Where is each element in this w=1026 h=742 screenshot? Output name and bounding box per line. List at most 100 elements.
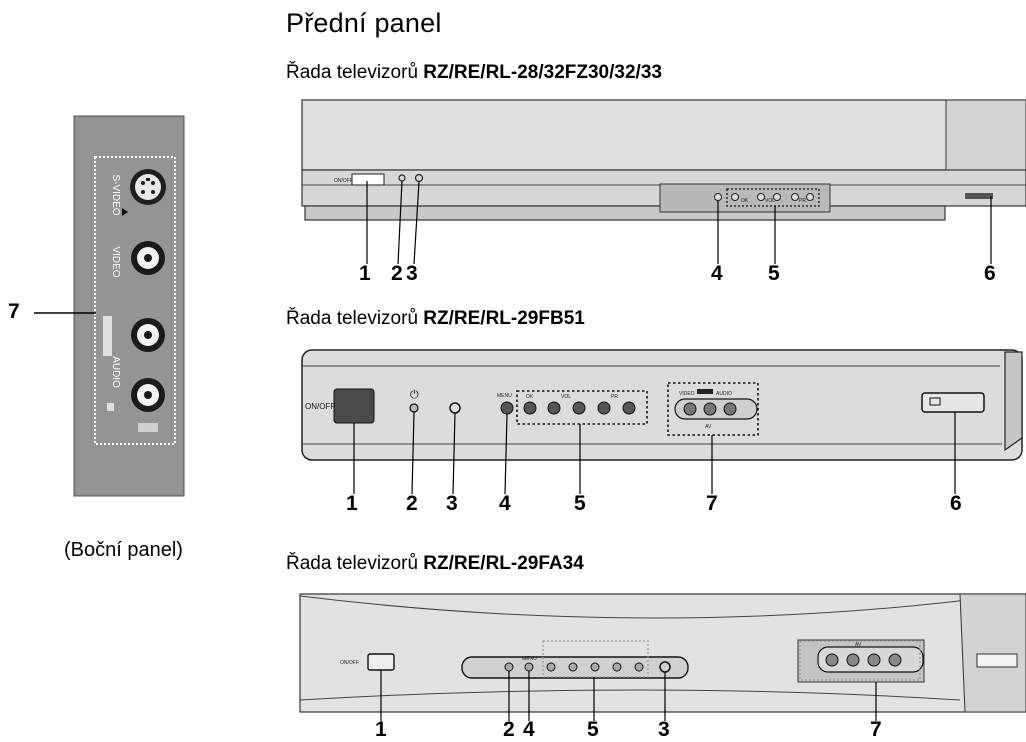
ok-button[interactable] [731,193,739,201]
av-label: AV [705,424,712,430]
video-jack[interactable] [846,653,860,667]
callout-p3-3: 3 [658,718,670,741]
callout-p1-2: 2 [391,262,403,285]
vol-up-button[interactable] [572,401,586,415]
tv-front-panel-2: ON/OFF ⏻ MENU OK VOL PR VIDEO AUDIO AV [301,349,1023,495]
vol-up-button[interactable] [773,193,781,201]
audio-label: AUDIO [716,391,732,397]
menu-label: MENU [522,656,537,662]
series-prefix: Řada televizorů [286,62,424,83]
callout-p3-7: 7 [870,718,882,741]
audio-right-jack[interactable] [723,402,737,416]
menu-button[interactable] [714,193,722,201]
pr-up-button[interactable] [806,193,814,201]
callout-p2-6: 6 [950,492,962,515]
audio-right-jack[interactable] [888,653,902,667]
tv-front-panel-1: ON/OFF OK VOL PR [301,99,1026,265]
audio-label: AUDIO [110,356,121,388]
onoff-label: ON/OFF [340,660,359,666]
tv-front-panel-3: ON/OFF MENU AV [299,593,1026,721]
side-panel-caption: (Boční panel) [64,539,183,561]
video-jack[interactable] [131,241,165,275]
vol-label: VOL [561,394,571,400]
standby-indicator [409,403,419,413]
vol-label: VOL [765,198,775,204]
series-prefix: Řada televizorů [286,308,424,329]
control-buttons-outline [516,390,648,425]
av-marker [138,423,158,432]
video-label: VIDEO [679,391,695,397]
vol-down-button[interactable] [547,401,561,415]
onoff-label: ON/OFF [305,402,335,411]
series-prefix: Řada televizorů [286,553,424,574]
callout-p1-5: 5 [768,262,780,285]
power-switch[interactable] [367,653,395,671]
remote-sensor [414,173,424,183]
series-model: RZ/RE/RL-29FA34 [423,553,584,574]
vol-down-button[interactable] [568,662,578,672]
series-heading-1: Řada televizorů RZ/RE/RL-28/32FZ30/32/33 [286,62,662,84]
series-heading-2: Řada televizorů RZ/RE/RL-29FB51 [286,308,585,330]
power-symbol-icon: ⏻ [410,389,419,401]
svideo-jack[interactable] [825,653,839,667]
series-model: RZ/RE/RL-28/32FZ30/32/33 [423,62,662,83]
ok-button[interactable] [546,662,556,672]
callout-p2-2: 2 [406,492,418,515]
svideo-label: S-VIDEO [110,174,121,215]
control-buttons-outline [726,188,820,207]
pr-up-button[interactable] [634,662,644,672]
pr-down-button[interactable] [597,401,611,415]
brand-logo [921,392,985,413]
vol-down-button[interactable] [757,193,765,201]
callout-p2-4: 4 [499,492,511,515]
pr-down-button[interactable] [612,662,622,672]
av-label: AV [855,642,862,648]
menu-label: MENU [497,393,512,399]
callout-p1-1: 1 [359,262,371,285]
menu-button[interactable] [500,401,514,415]
audio-left-jack[interactable] [867,653,881,667]
svideo-jack[interactable] [130,169,166,205]
callout-p1-6: 6 [984,262,996,285]
audio-right-jack[interactable] [131,378,165,412]
audio-lr-marker [103,316,112,356]
side-panel: S-VIDEO VIDEO AUDIO [73,115,185,497]
ok-button[interactable] [523,401,537,415]
callout-p2-5: 5 [574,492,586,515]
pr-label: PR [611,394,618,400]
av-inputs-outline [667,382,759,436]
standby-indicator [504,662,514,672]
power-switch[interactable] [333,388,375,424]
power-switch[interactable] [351,173,385,186]
video-label: VIDEO [110,246,121,277]
series-model: RZ/RE/RL-29FB51 [423,308,585,329]
page-title: Přední panel [286,8,442,38]
arrow-icon [122,208,128,216]
callout-p3-1: 1 [375,718,387,741]
callout-p1-3: 3 [406,262,418,285]
pr-label: PR [799,198,806,204]
onoff-label: ON/OFF [334,178,353,184]
ok-label: OK [526,394,534,400]
audio-r-marker [107,403,114,411]
pr-up-button[interactable] [622,401,636,415]
menu-button[interactable] [524,662,534,672]
control-buttons-outline [542,640,649,678]
vol-up-button[interactable] [590,662,600,672]
audio-left-jack[interactable] [131,318,165,352]
brand-logo [965,193,993,199]
callout-p3-4: 4 [523,718,535,741]
callout-p3-5: 5 [587,718,599,741]
ok-label: OK [741,198,749,204]
series-heading-3: Řada televizorů RZ/RE/RL-29FA34 [286,553,584,575]
callout-side-7: 7 [8,300,20,323]
callout-p2-3: 3 [446,492,458,515]
callout-p1-4: 4 [711,262,723,285]
audio-left-jack[interactable] [703,402,717,416]
av-inputs-outline [799,640,921,681]
callout-p2-7: 7 [706,492,718,515]
pr-down-button[interactable] [791,193,799,201]
video-jack[interactable] [683,402,697,416]
callout-p3-2: 2 [503,718,515,741]
